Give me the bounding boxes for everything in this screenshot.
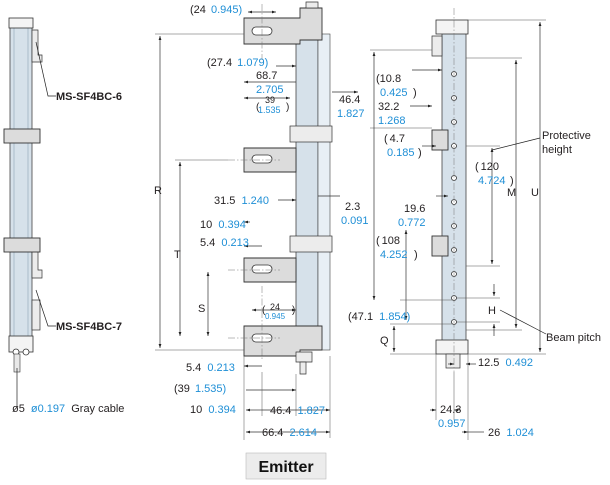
dim-letter-s: S	[198, 303, 205, 315]
front-view: MS-SF4BC-6 MS-SF4BC-7 ø5 ø0.197 Gray cab…	[3, 17, 124, 415]
dim-47-1: (47.1 1.854)	[348, 311, 410, 323]
dim-108-paren-right: )	[414, 249, 418, 261]
dim-24s-paren-left: (	[262, 305, 266, 316]
dim-4-7-mm: (4.7	[384, 133, 405, 145]
dim-39-lower: (39 1.535)	[174, 383, 226, 395]
dim-10-8-inch: 0.425	[380, 87, 408, 99]
dim-32-2-inch: 1.268	[378, 115, 406, 127]
dim-10-8-paren-left: (	[376, 73, 380, 85]
dim-24-3-mm: 24.3	[440, 404, 461, 416]
dim-120-mm: (120	[475, 161, 499, 173]
dim-24-3-inch: 0.957	[438, 418, 466, 430]
dim-46-4-mm: 46.4	[339, 94, 360, 106]
dim-27-4: (27.4 1.079)	[207, 57, 268, 69]
model-label-b: MS-SF4BC-7	[56, 321, 122, 333]
dim-2-3-mm: 2.3	[345, 201, 360, 213]
protective-height-label-1: Protective	[542, 130, 591, 142]
dim-12-5: 12.5 0.492	[478, 357, 533, 369]
cable-label: ø5 ø0.197 Gray cable	[12, 403, 124, 415]
protective-height-label-2: height	[542, 144, 572, 156]
dim-letter-m: M	[507, 187, 516, 199]
beam-pitch-label: Beam pitch	[546, 332, 601, 344]
dim-32-2-mm: 32.2	[378, 101, 399, 113]
dim-2-3-inch: 0.091	[341, 215, 369, 227]
dim-19-6-mm: 19.6	[404, 203, 425, 215]
dim-26: 26 1.024	[488, 427, 534, 439]
dim-24s-inch: 0.945	[265, 312, 286, 321]
dim-4-7-inch: 0.185	[387, 147, 415, 159]
dim-24s-mm: 24	[270, 302, 280, 312]
title-box: Emitter	[245, 452, 327, 480]
dim-letter-u: U	[531, 187, 539, 199]
dim-66-4: 66.4 2.614	[262, 427, 317, 439]
dim-108-paren-left: (	[376, 235, 380, 247]
dim-4-7-paren-right: )	[418, 147, 422, 159]
dim-5-4-lower: 5.4 0.213	[186, 362, 235, 374]
dim-120-paren-left: (	[475, 161, 479, 173]
dim-5-4-upper: 5.4 0.213	[200, 237, 249, 249]
dim-letter-q: Q	[380, 335, 389, 347]
model-label-a: MS-SF4BC-6	[56, 91, 122, 103]
dim-10-8-paren-right: )	[413, 87, 417, 99]
dim-120-inch: 4.724	[478, 175, 506, 187]
dim-46-4-inch: 1.827	[337, 108, 365, 120]
dim-10-8-mm: (10.8	[376, 73, 401, 85]
dim-108-mm: (108	[376, 235, 400, 247]
dim-68-7-inch: 2.705	[256, 84, 284, 96]
side-view: R T S (24 0.945) (27.4 1.079) 68.7 2.705…	[154, 1, 369, 440]
dim-31-5: 31.5 1.240	[214, 195, 269, 207]
dim-10-lower: 10 0.394	[190, 404, 236, 416]
dim-39-paren-left: (	[256, 102, 260, 113]
dim-46-4-lower: 46.4 1.827	[270, 405, 325, 417]
dim-10-upper: 10 0.394	[200, 219, 246, 231]
dim-24: (24 0.945)	[190, 4, 242, 16]
dim-108-inch: 4.252	[380, 249, 408, 261]
dim-letter-r: R	[154, 185, 162, 197]
dim-letter-h: H	[488, 305, 496, 317]
dim-39-inch: 1.535	[258, 105, 281, 115]
dim-letter-t: T	[174, 249, 181, 261]
dim-39-mm: 39	[265, 95, 275, 105]
dim-68-7-mm: 68.7	[256, 70, 277, 82]
dim-39-paren-right: )	[286, 102, 289, 113]
dim-24s-paren-right: )	[292, 305, 295, 316]
dim-4-7-paren-left: (	[384, 133, 388, 145]
dim-19-6-inch: 0.772	[398, 217, 426, 229]
dim-120-paren-right: )	[510, 175, 514, 187]
drawing-title: Emitter	[258, 459, 313, 476]
rear-view: (10.8 0.425 ) 32.2 1.268 (4.7 0.185 ) 19…	[348, 8, 601, 440]
